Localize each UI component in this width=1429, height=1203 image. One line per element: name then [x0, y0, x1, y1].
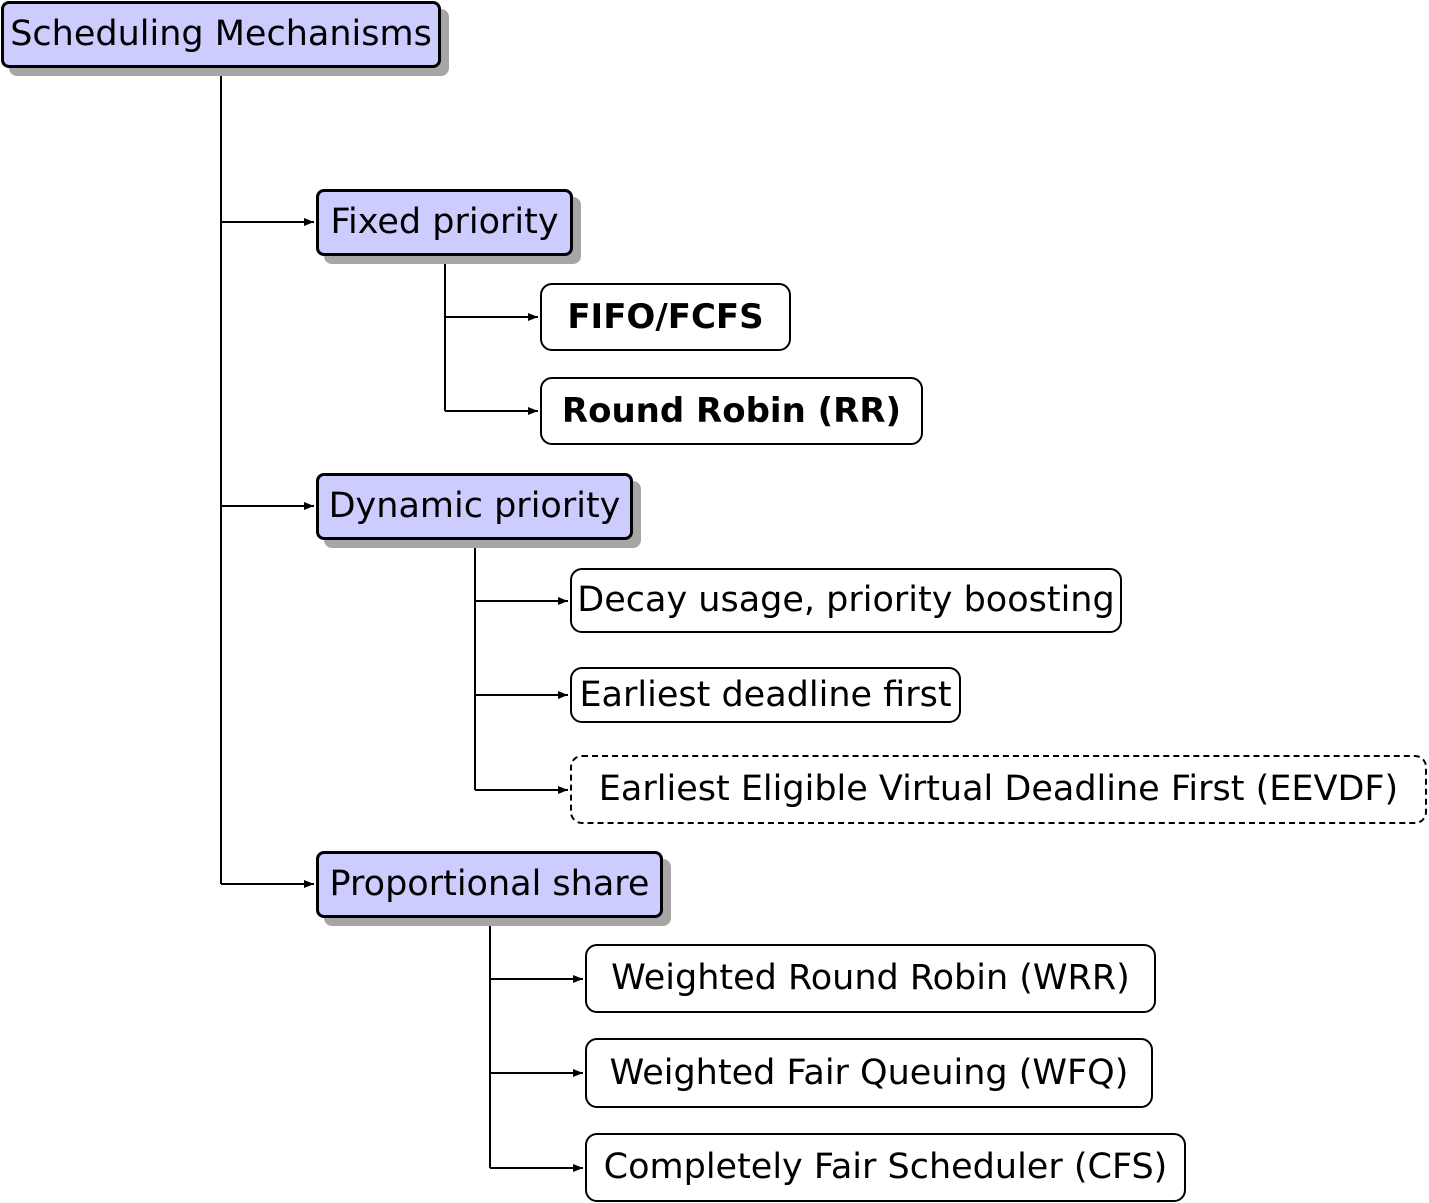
leaf-node-weighted-round-robin: Weighted Round Robin (WRR): [585, 944, 1156, 1013]
leaf-node-decay-usage: Decay usage, priority boosting: [570, 568, 1122, 633]
leaf-node-weighted-fair-queuing: Weighted Fair Queuing (WFQ): [585, 1038, 1153, 1108]
category-node-dynamic-priority: Dynamic priority: [316, 473, 633, 540]
leaf-node-completely-fair-scheduler: Completely Fair Scheduler (CFS): [585, 1133, 1186, 1202]
leaf-node-fifo-fcfs: FIFO/FCFS: [540, 283, 791, 351]
category-node-fixed-priority: Fixed priority: [316, 189, 573, 256]
leaf-node-earliest-deadline-first: Earliest deadline first: [570, 667, 961, 723]
leaf-node-eevdf: Earliest Eligible Virtual Deadline First…: [570, 755, 1427, 824]
category-node-proportional-share: Proportional share: [316, 851, 663, 918]
root-node-scheduling-mechanisms: Scheduling Mechanisms: [1, 1, 441, 68]
leaf-node-round-robin: Round Robin (RR): [540, 377, 923, 445]
